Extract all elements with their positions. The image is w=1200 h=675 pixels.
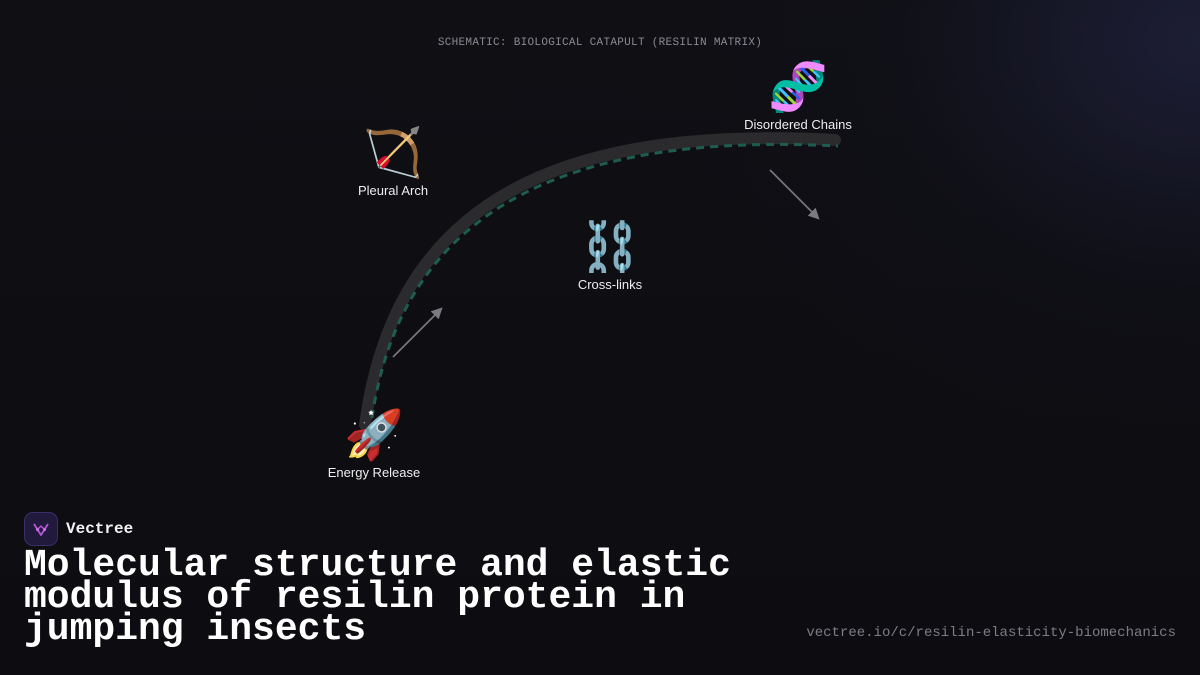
schematic-label: SCHEMATIC: BIOLOGICAL CATAPULT (RESILIN …	[437, 37, 763, 49]
tension-arrow	[769, 169, 820, 220]
source-url: vectree.io/c/resilin-elasticity-biomecha…	[806, 625, 1176, 641]
node-label-disordered-chains: Disordered Chains	[744, 117, 852, 132]
rocket-icon: 🚀	[344, 407, 404, 463]
node-label-pleural-arch: Pleural Arch	[357, 183, 429, 198]
node-label-cross-links: Cross-links	[577, 277, 643, 292]
bow-and-arrow-icon: 🏹	[363, 125, 423, 181]
node-energy-release: 🚀 Energy Release	[319, 407, 429, 480]
node-label-energy-release: Energy Release	[327, 465, 421, 480]
node-cross-links: ⛓️ Cross-links	[560, 219, 660, 292]
release-arrow	[392, 307, 443, 358]
brand: Vectree	[24, 512, 133, 546]
page-title: Molecular structure and elastic modulus …	[24, 544, 731, 651]
dna-icon: 🧬	[768, 59, 828, 115]
vectree-logo-icon	[24, 512, 58, 546]
node-pleural-arch: 🏹 Pleural Arch	[343, 125, 443, 198]
energy-path-dashed	[370, 142, 839, 419]
resilin-arc	[359, 132, 841, 431]
brand-name: Vectree	[66, 520, 134, 538]
node-disordered-chains: 🧬 Disordered Chains	[733, 59, 863, 132]
chain-links-icon: ⛓️	[580, 219, 640, 275]
